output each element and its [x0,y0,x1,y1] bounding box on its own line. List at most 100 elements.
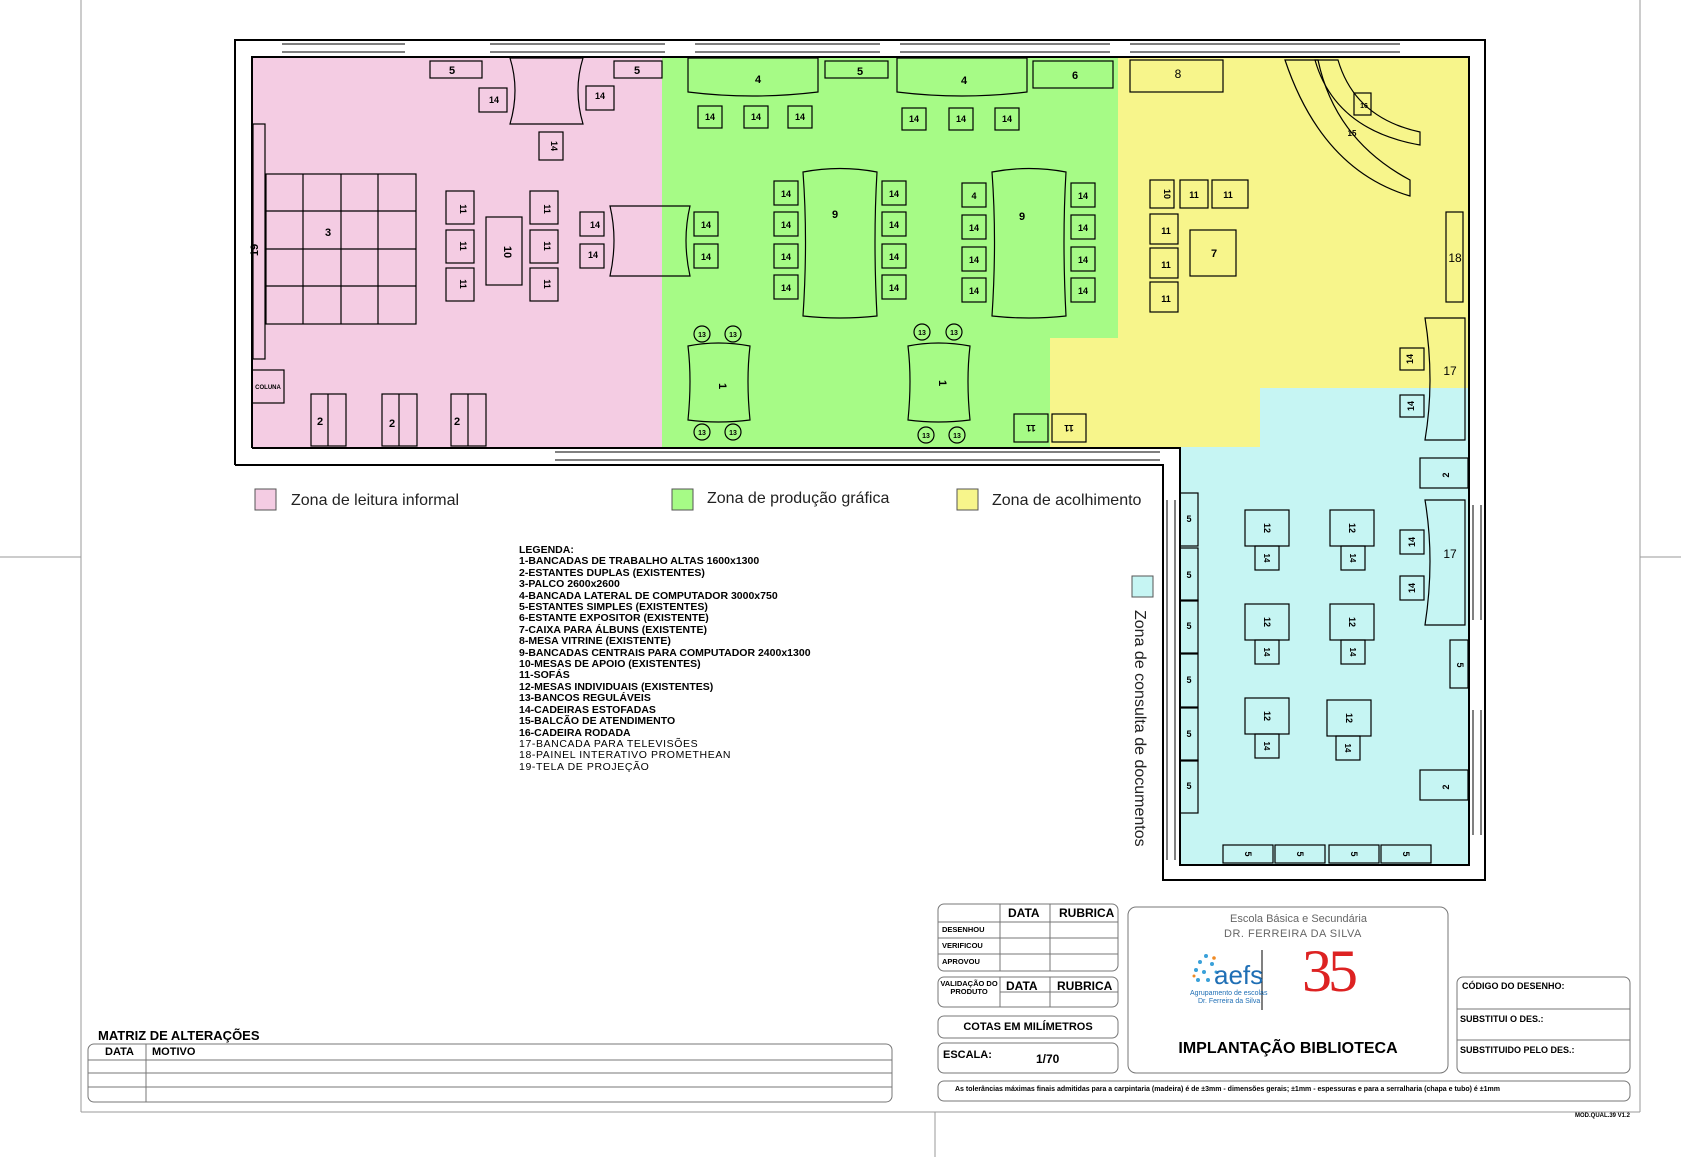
coluna [251,369,285,404]
svg-text:14: 14 [1348,554,1357,563]
svg-text:12: 12 [1262,711,1272,721]
svg-text:11: 11 [1026,423,1036,433]
svg-text:14: 14 [1262,648,1271,657]
legend-item: 3-PALCO 2600x2600 [519,578,620,591]
title-block-frames [87,903,1631,1103]
svg-text:2: 2 [1441,784,1451,789]
svg-text:14: 14 [1262,742,1271,751]
svg-text:14: 14 [590,220,600,230]
svg-text:2: 2 [317,416,323,428]
escala-label: ESCALA: [943,1049,992,1061]
svg-text:13: 13 [698,430,706,437]
substitui-des: SUBSTITUI O DES.: [1460,1014,1544,1024]
svg-text:14: 14 [909,114,919,124]
svg-text:14: 14 [1348,648,1357,657]
zone-label-green: Zona de produção gráfica [707,490,889,507]
legend-item: 7-CAIXA PARA ÁLBUNS (EXISTENTE) [519,623,708,636]
svg-text:16: 16 [1360,103,1368,110]
svg-text:14: 14 [889,220,899,230]
svg-text:14: 14 [889,283,899,293]
svg-text:14: 14 [1407,537,1417,547]
svg-text:13: 13 [922,433,930,440]
svg-text:14: 14 [705,112,715,122]
svg-text:11: 11 [458,241,468,251]
svg-text:10: 10 [501,246,513,258]
svg-text:14: 14 [751,112,761,122]
svg-text:14: 14 [1343,744,1352,753]
legend-item: 15-BALCÃO DE ATENDIMENTO [519,715,676,728]
svg-text:15: 15 [1348,129,1357,138]
svg-text:17: 17 [1443,364,1457,378]
svg-text:14: 14 [781,220,791,230]
svg-text:1: 1 [936,380,948,386]
legend-item: 10-MESAS DE APOIO (EXISTENTES) [519,658,701,671]
svg-text:8: 8 [1175,67,1182,81]
svg-text:14: 14 [969,286,979,296]
svg-text:11: 11 [1189,190,1199,200]
svg-text:5: 5 [449,65,455,77]
svg-text:13: 13 [698,332,706,339]
svg-text:12: 12 [1344,713,1354,723]
row-desenhou: DESENHOU [942,925,985,934]
svg-text:3: 3 [325,227,331,239]
col-rubrica: RUBRICA [1059,906,1115,920]
svg-text:5: 5 [1295,851,1305,856]
svg-text:4: 4 [961,75,968,87]
aefs-logo-dots-icon [1192,954,1218,982]
zone-label-cyan: Zona de consulta de documentos [1131,610,1148,847]
school-line2: DR. FERREIRA DA SILVA [1224,928,1362,940]
legend: LEGENDA: 1-BANCADAS DE TRABALHO ALTAS 16… [519,544,811,773]
legend-item: 18-PAINEL INTERATIVO PROMETHEAN [519,749,732,762]
form-code: MOD.QUAL.39 V1.2 [1575,1113,1631,1119]
cotas-milimetros: COTAS EM MILÍMETROS [963,1021,1093,1033]
svg-text:11: 11 [458,279,468,289]
furniture [251,57,1469,864]
svg-text:5: 5 [1243,851,1253,856]
svg-text:5: 5 [1186,570,1191,580]
col-data-2: DATA [1006,979,1038,993]
svg-text:4: 4 [971,191,976,201]
svg-text:14: 14 [1078,255,1088,265]
svg-text:4: 4 [755,74,762,86]
svg-text:12: 12 [1262,617,1272,627]
walls [234,39,1486,881]
svg-text:14: 14 [889,189,899,199]
svg-text:11: 11 [542,204,552,214]
matriz-col-motivo: MOTIVO [152,1046,196,1058]
tolerance-note: As tolerâncias máximas finais admitidas … [955,1086,1500,1093]
svg-text:14: 14 [549,141,559,151]
svg-text:6: 6 [1072,70,1078,82]
svg-text:9: 9 [832,209,838,221]
col-data: DATA [1008,906,1040,920]
legend-item: 14-CADEIRAS ESTOFADAS [519,703,656,716]
legend-item: 4-BANCADA LATERAL DE COMPUTADOR 3000x750 [519,589,778,602]
legend-item: 8-MESA VITRINE (EXISTENTE) [519,635,671,648]
svg-text:14: 14 [1406,401,1416,411]
svg-text:5: 5 [1186,621,1191,631]
svg-text:5: 5 [1186,729,1191,739]
label-coluna: COLUNA [255,385,281,391]
svg-text:14: 14 [595,91,605,101]
svg-text:14: 14 [701,220,711,230]
escala-value: 1/70 [1036,1052,1060,1066]
logo-sub1: Agrupamento de escolas [1190,990,1268,997]
svg-text:9: 9 [1019,211,1025,223]
logo-text: aefs [1214,960,1264,990]
svg-text:14: 14 [969,223,979,233]
drawing-title: IMPLANTAÇÃO BIBLIOTECA [1178,1040,1398,1057]
swatch-green [671,488,694,511]
svg-text:14: 14 [1262,554,1271,563]
legend-item: 19-TELA DE PROJEÇÃO [519,760,650,773]
legend-item: 1-BANCADAS DE TRABALHO ALTAS 1600x1300 [519,555,760,568]
zone-key [254,488,1154,598]
svg-text:14: 14 [1078,223,1088,233]
zone-acolhimento [1050,57,1469,447]
zone-leitura-informal [252,57,662,447]
logo-35: 35 [1302,938,1358,1004]
plan-number-labels: COLUNA 19 3 2 2 2 5 5 14 14 14 11 11 11 … [249,65,1465,857]
svg-text:14: 14 [1407,583,1417,593]
legend-item: 17-BANCADA PARA TELEVISÕES [519,737,699,750]
svg-text:11: 11 [542,279,552,289]
svg-text:19: 19 [249,244,261,256]
